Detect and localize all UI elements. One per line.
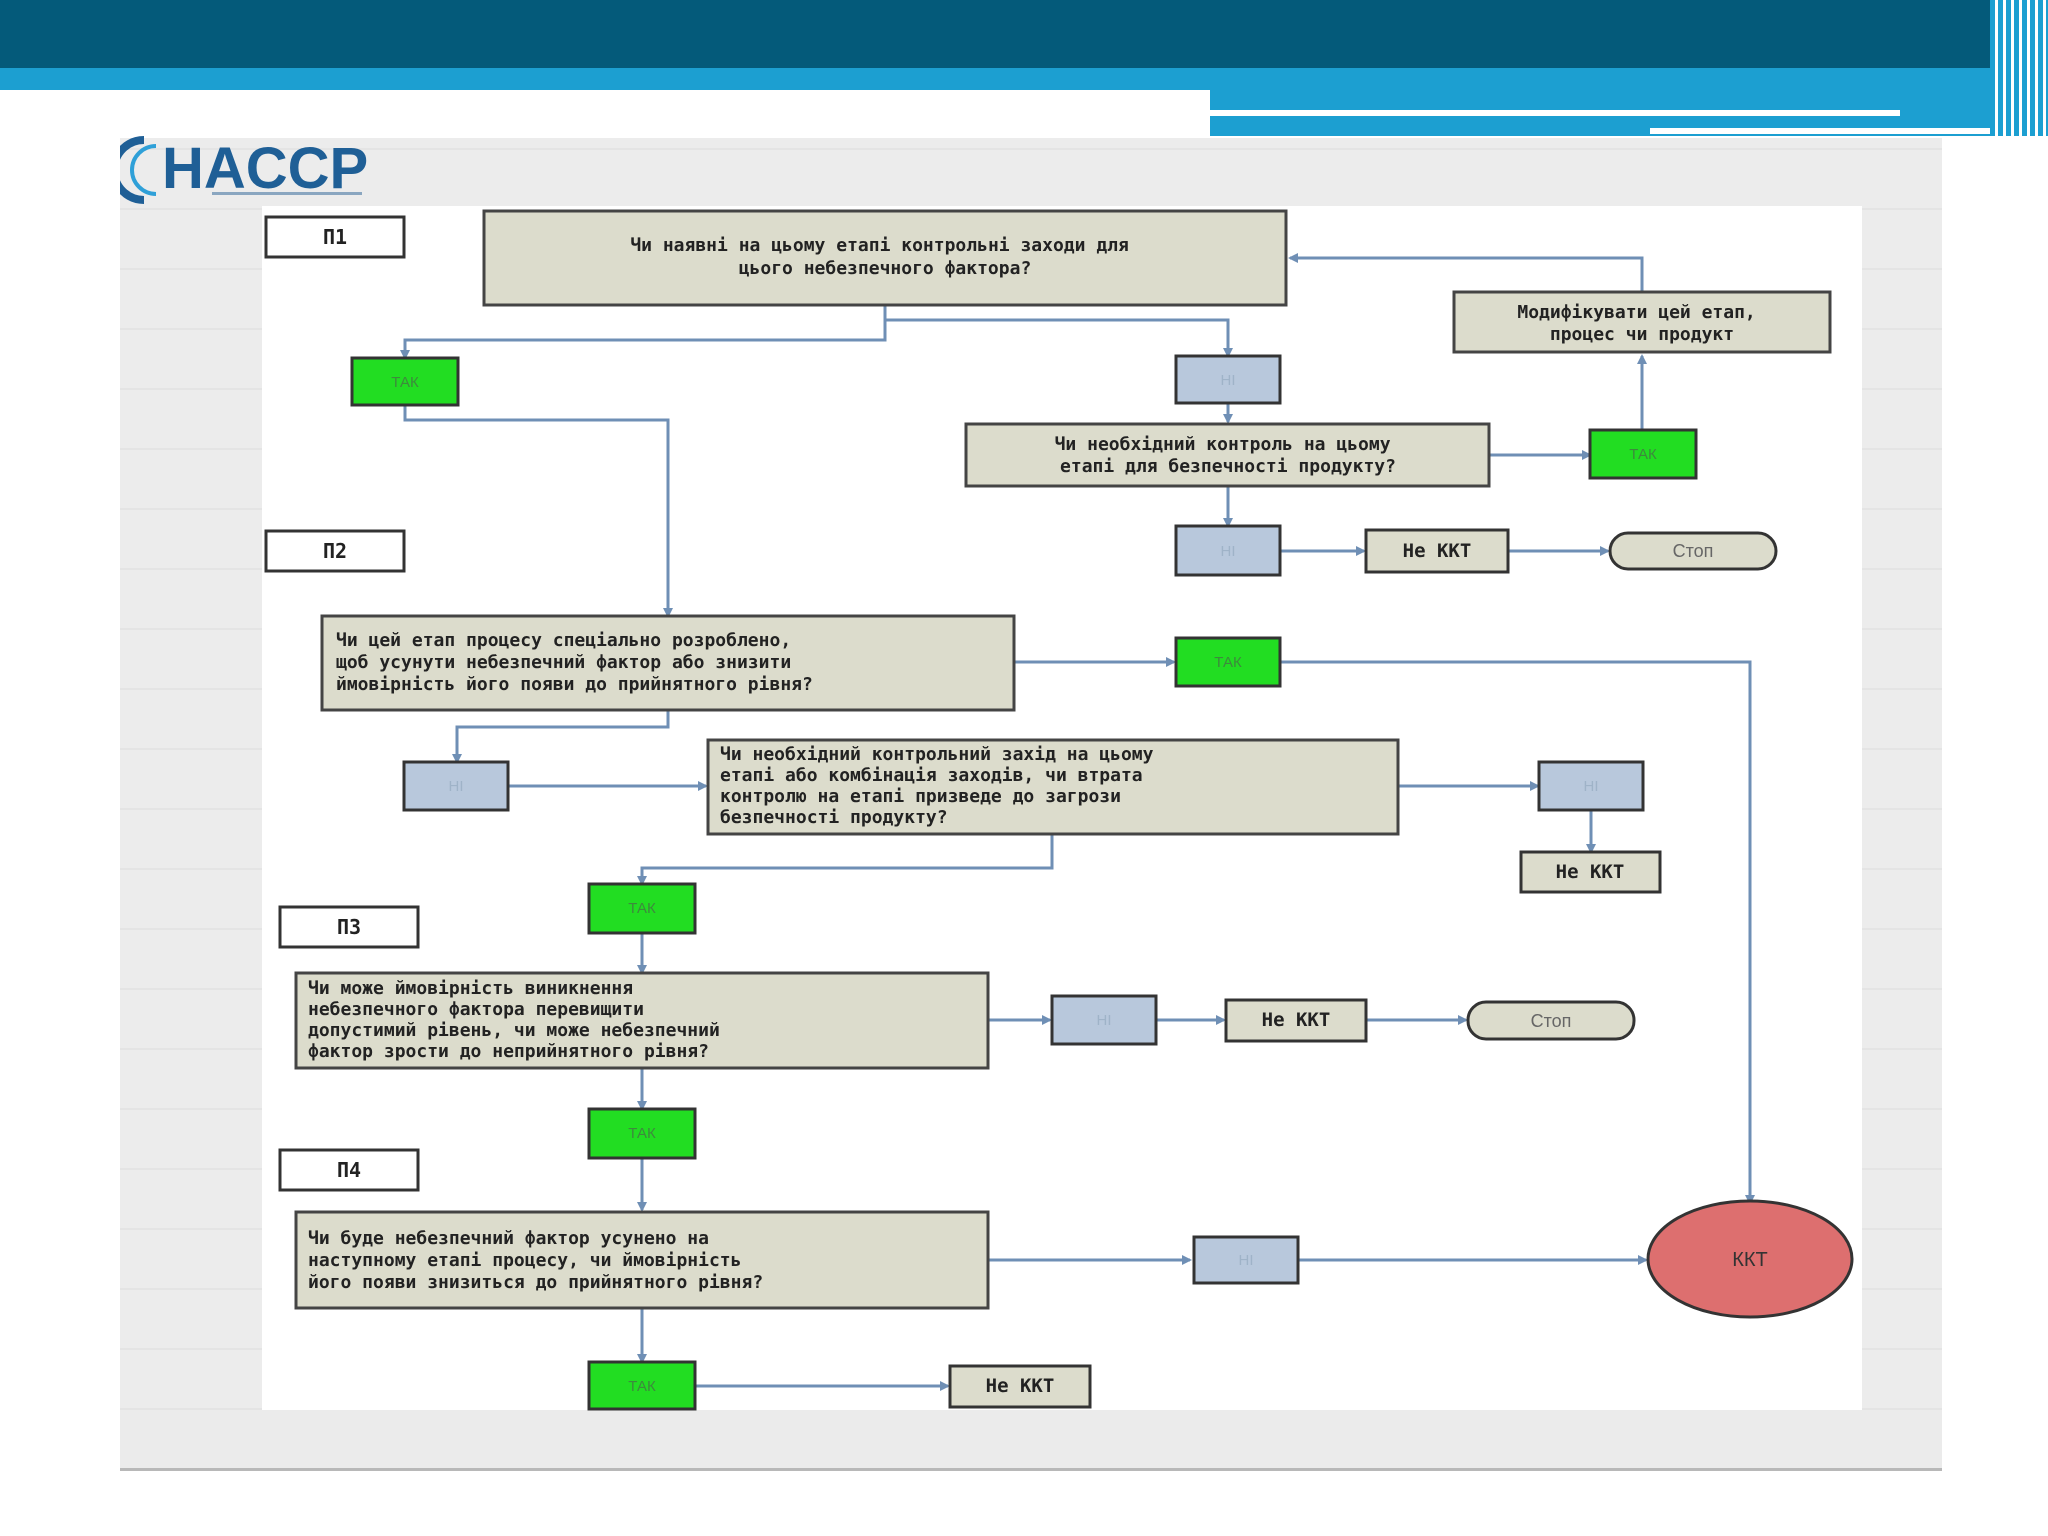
step-label-4: П4 [337, 1158, 361, 1182]
corner-decoration [1990, 0, 2048, 136]
not-ccp-box-2: Не ККТ [1519, 850, 1662, 894]
stop-terminal-1: Стоп [1608, 531, 1778, 571]
no-box-q1: НІ [1174, 354, 1282, 405]
yes-box-q1a: ТАК [1588, 428, 1698, 480]
top-banner [0, 0, 1990, 68]
svg-text:НІ: НІ [1221, 372, 1236, 389]
haccp-logo: HACCP [120, 136, 368, 204]
stop-terminal-2: Стоп [1466, 1000, 1636, 1041]
slide-image-footer [120, 1410, 1942, 1471]
step-label-3: П3 [337, 915, 361, 939]
arrow-q2a-yes [637, 834, 1054, 886]
yes-box-q1: ТАК [350, 356, 460, 407]
question-box-q2: Чи цей етап процесу спеціально розроблен… [320, 614, 1016, 712]
svg-text:Не ККТ: Не ККТ [986, 1375, 1055, 1397]
arrow-modify-to-q1 [1288, 253, 1644, 292]
question-box-q1a: Чи необхідний контроль на цьому етапі дл… [964, 422, 1491, 488]
arrow-q1-no [883, 305, 1233, 358]
no-box-q1a: НІ [1174, 524, 1282, 577]
ccp-terminal: ККТ [1646, 1199, 1854, 1319]
no-box-q2a: НІ [1537, 760, 1645, 812]
step-label-box-3 [278, 905, 420, 949]
svg-text:Стоп: Стоп [1531, 1011, 1572, 1031]
question-box-q2a: Чи необхідний контрольний захід на цьому… [706, 738, 1400, 836]
question-q1a-text: Чи необхідний контроль на цьому етапі дл… [1055, 434, 1402, 477]
banner-divider [1210, 110, 1900, 116]
step-label-box-4 [278, 1148, 420, 1192]
top-banner-stripe [0, 68, 1990, 90]
question-q4-text: Чи буде небезпечний фактор усунено на на… [308, 1228, 763, 1293]
logo-text: HACCP [162, 136, 368, 201]
question-box-q1: Чи наявні на цьому етапі контрольні захо… [482, 209, 1288, 307]
yes-box-q2a: ТАК [587, 882, 697, 935]
svg-text:Не ККТ: Не ККТ [1556, 861, 1625, 883]
question-q1-text: Чи наявні на цьому етапі контрольні захо… [630, 235, 1139, 279]
question-q2-text: Чи цей етап процесу спеціально розроблен… [336, 630, 813, 695]
logo-arc-icon [120, 136, 145, 204]
svg-text:ТАК: ТАК [1214, 654, 1242, 671]
svg-text:НІ: НІ [1584, 778, 1599, 795]
logo-tagline-line [212, 192, 362, 195]
step-label-2: П2 [323, 539, 347, 563]
flow-connectors [400, 253, 1755, 1391]
not-ccp-box-3: Не ККТ [1224, 998, 1368, 1043]
question-q2a-text: Чи необхідний контрольний захід на цьому… [720, 744, 1164, 828]
svg-text:ТАК: ТАК [628, 900, 656, 917]
yes-box-q3: ТАК [587, 1107, 697, 1160]
question-q3-text: Чи може ймовірність виникнення небезпечн… [308, 978, 731, 1062]
modify-box: Модифікувати цей етап, процес чи продукт [1452, 290, 1832, 354]
svg-text:НІ: НІ [449, 778, 464, 795]
svg-text:НІ: НІ [1239, 1252, 1254, 1269]
arrow-yes-to-q2 [403, 405, 673, 618]
step-labels: П1 П2 П3 П4 [264, 215, 420, 1192]
banner-divider-short [1650, 128, 1990, 134]
step-label-1: П1 [323, 225, 347, 249]
svg-text:ТАК: ТАК [1629, 446, 1657, 463]
yes-box-q4: ТАК [587, 1360, 697, 1411]
svg-text:Не ККТ: Не ККТ [1403, 540, 1472, 562]
question-box-q3: Чи може ймовірність виникнення небезпечн… [294, 971, 990, 1070]
svg-text:ТАК: ТАК [628, 1378, 656, 1395]
svg-text:ККТ: ККТ [1732, 1249, 1768, 1271]
svg-text:Стоп: Стоп [1673, 541, 1714, 561]
svg-text:ТАК: ТАК [391, 374, 419, 391]
no-box-q4: НІ [1192, 1235, 1300, 1285]
not-ccp-box-4: Не ККТ [948, 1364, 1092, 1409]
step-label-box-1 [264, 215, 406, 259]
svg-text:НІ: НІ [1221, 543, 1236, 560]
no-box-q2: НІ [402, 760, 510, 812]
logo-arc-inner-icon [130, 144, 157, 196]
svg-text:ТАК: ТАК [628, 1125, 656, 1142]
no-box-q3: НІ [1050, 994, 1158, 1046]
yes-box-q2: ТАК [1174, 636, 1282, 688]
not-ccp-box-1: Не ККТ [1364, 528, 1510, 574]
arrow-q1-yes [400, 305, 887, 360]
question-box-q4: Чи буде небезпечний фактор усунено на на… [294, 1210, 990, 1310]
svg-text:НІ: НІ [1097, 1012, 1112, 1029]
svg-text:Не ККТ: Не ККТ [1262, 1009, 1331, 1031]
modify-text: Модифікувати цей етап, процес чи продукт [1517, 302, 1766, 345]
arrow-q2-no [452, 710, 670, 764]
step-label-box-2 [264, 529, 406, 573]
arrow-yes-to-ccp [1280, 660, 1755, 1205]
